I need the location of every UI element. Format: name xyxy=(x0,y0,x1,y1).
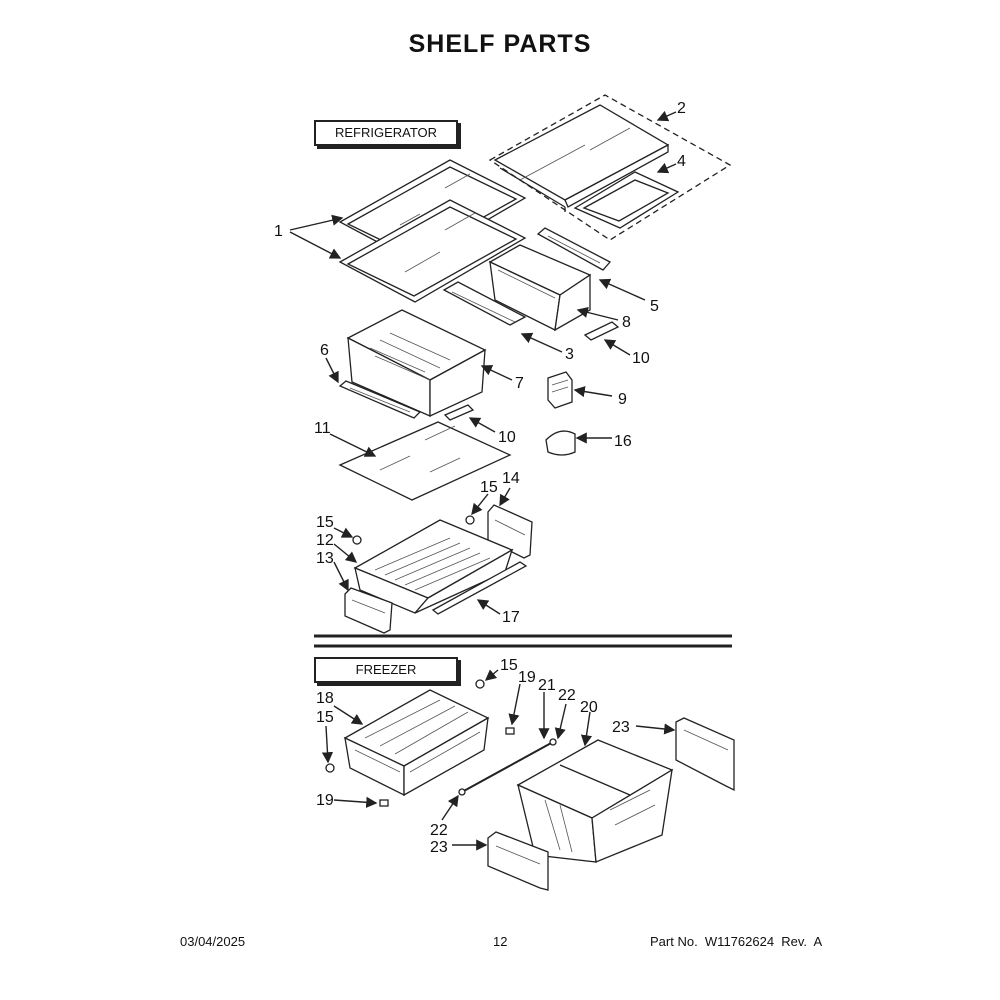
part-15-cap-4 xyxy=(325,763,335,773)
callout-6: 6 xyxy=(320,342,329,359)
callout-9: 9 xyxy=(618,391,627,408)
freezer-section-label: FREEZER xyxy=(314,657,458,683)
part-4-glass-insert xyxy=(573,171,680,229)
part-23-rail-left xyxy=(487,831,549,891)
callout-8: 8 xyxy=(622,314,631,331)
callout-14: 14 xyxy=(502,470,520,487)
callout-18: 18 xyxy=(316,690,334,707)
callout-19-b: 19 xyxy=(316,792,334,809)
callout-15-a: 15 xyxy=(480,479,498,496)
callout-22-a: 22 xyxy=(558,687,576,704)
callout-13: 13 xyxy=(316,550,334,567)
footer-part-number: Part No. W11762624 Rev. A xyxy=(650,934,823,949)
callout-20: 20 xyxy=(580,699,598,716)
part-10-slide-upper xyxy=(583,321,620,341)
part-12-deli-drawer xyxy=(353,519,514,614)
part-16-knob xyxy=(545,430,576,456)
part-2-shelf-assembly xyxy=(488,94,732,241)
part-11-glass-shelf xyxy=(338,421,512,501)
callout-12: 12 xyxy=(316,532,334,549)
callout-19-a: 19 xyxy=(518,669,536,686)
callout-numbers: 1 2 3 4 5 6 7 8 9 10 10 11 12 13 14 15 1… xyxy=(274,100,686,856)
callout-2: 2 xyxy=(677,100,686,117)
callout-7: 7 xyxy=(515,375,524,392)
part-19-pin-1 xyxy=(505,727,515,735)
part-19-pin-2 xyxy=(379,799,389,807)
callout-23-b: 23 xyxy=(430,839,448,856)
callout-11: 11 xyxy=(314,420,331,437)
part-7-crisper-bin xyxy=(346,309,487,418)
part-3-cover xyxy=(442,281,527,326)
leader-lines xyxy=(289,110,677,851)
part-15-cap-2 xyxy=(352,535,362,545)
callout-15-d: 15 xyxy=(316,709,334,726)
callout-3: 3 xyxy=(565,346,574,363)
callout-23-a: 23 xyxy=(612,719,630,736)
callout-1: 1 xyxy=(274,223,283,240)
part-13-rail xyxy=(344,587,393,634)
part-8-crisper-bin xyxy=(488,244,592,332)
part-15-cap-3 xyxy=(475,679,485,689)
part-18-freezer-basket xyxy=(343,689,490,797)
refrigerator-section-label: REFRIGERATOR xyxy=(314,120,458,146)
callout-5: 5 xyxy=(650,298,659,315)
part-15-cap-1 xyxy=(465,515,475,525)
callout-10-upper: 10 xyxy=(632,350,650,367)
callout-21: 21 xyxy=(538,677,556,694)
callout-15-c: 15 xyxy=(500,657,518,674)
callout-15-b: 15 xyxy=(316,514,334,531)
footer-page-number: 12 xyxy=(493,934,508,949)
part-5-rail xyxy=(536,227,612,271)
part-1-glass-shelves xyxy=(338,159,527,303)
callout-16: 16 xyxy=(614,433,632,450)
callout-17: 17 xyxy=(502,609,520,626)
part-21-rod xyxy=(458,738,557,796)
part-9-filter xyxy=(547,371,573,409)
callout-4: 4 xyxy=(677,153,686,170)
footer-date: 03/04/2025 xyxy=(180,934,246,949)
part-10-slide-lower xyxy=(443,404,475,421)
part-20-freezer-bin xyxy=(516,739,674,863)
part-17-strip xyxy=(431,561,528,615)
part-6-rail xyxy=(338,380,422,419)
callout-22-b: 22 xyxy=(430,822,448,839)
callout-10-lower: 10 xyxy=(498,429,516,446)
part-23-rail-right xyxy=(675,717,735,792)
page-title: SHELF PARTS xyxy=(408,30,592,58)
